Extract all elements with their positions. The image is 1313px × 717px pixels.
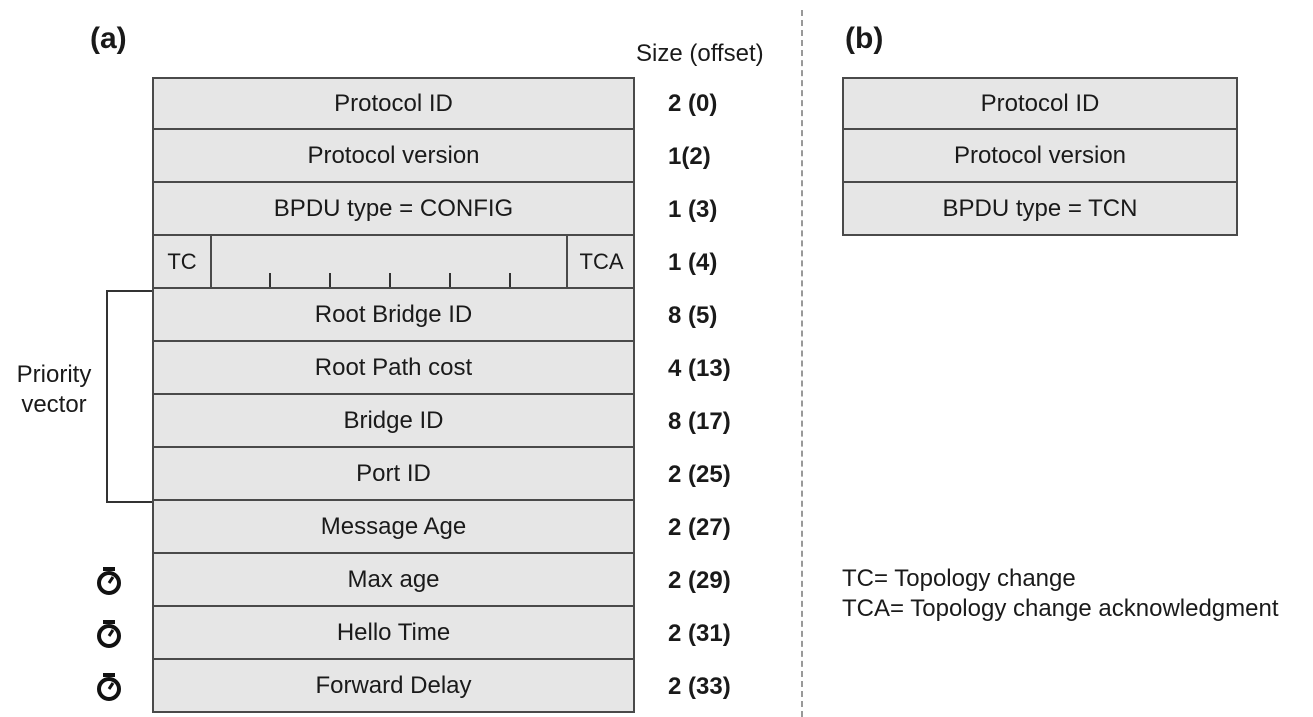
priority-vector-label: Priority vector — [6, 360, 102, 420]
size-root-bridge-id: 8 (5) — [668, 301, 718, 329]
size-port-id: 2 (25) — [668, 460, 731, 488]
field-root-path-cost: Root Path cost — [152, 342, 635, 395]
size-forward-delay: 2 (33) — [668, 672, 731, 700]
size-offset-header: Size (offset) — [636, 40, 764, 67]
field-max-age: Max age — [152, 554, 635, 607]
flag-tc: TC — [154, 236, 212, 287]
field-hello-time: Hello Time — [152, 607, 635, 660]
priority-vector-line2: vector — [21, 391, 87, 418]
field-forward-delay: Forward Delay — [152, 660, 635, 713]
size-protocol-version: 1(2) — [668, 142, 711, 170]
size-bpdu-type: 1 (3) — [668, 195, 718, 223]
stopwatch-icon — [97, 567, 121, 595]
field-flags: TC TCA — [152, 236, 635, 289]
stopwatch-icon — [97, 620, 121, 648]
size-flags: 1 (4) — [668, 248, 718, 276]
field-bridge-id: Bridge ID — [152, 395, 635, 448]
size-bridge-id: 8 (17) — [668, 407, 731, 435]
field-bpdu-type: BPDU type = CONFIG — [152, 183, 635, 236]
size-message-age: 2 (27) — [668, 513, 731, 541]
field-message-age: Message Age — [152, 501, 635, 554]
flag-bit-tick — [389, 273, 391, 287]
flag-bit-tick — [449, 273, 451, 287]
size-hello-time: 2 (31) — [668, 619, 731, 647]
size-max-age: 2 (29) — [668, 566, 731, 594]
legend-tc: TC= Topology change — [842, 565, 1076, 592]
field-protocol-version: Protocol version — [152, 130, 635, 183]
size-protocol-id: 2 (0) — [668, 89, 718, 117]
field-root-bridge-id: Root Bridge ID — [152, 289, 635, 342]
field-port-id: Port ID — [152, 448, 635, 501]
flag-bit-tick — [509, 273, 511, 287]
legend-tca: TCA= Topology change acknowledgment — [842, 595, 1279, 622]
field-protocol-id: Protocol ID — [152, 77, 635, 130]
tcn-field-protocol-id: Protocol ID — [842, 77, 1238, 130]
stopwatch-icon — [97, 673, 121, 701]
panel-divider — [801, 10, 803, 717]
priority-vector-line1: Priority — [16, 361, 92, 388]
flag-bit-tick — [269, 273, 271, 287]
size-root-path-cost: 4 (13) — [668, 354, 731, 382]
flag-tca: TCA — [566, 236, 635, 287]
tcn-field-bpdu-type: BPDU type = TCN — [842, 183, 1238, 236]
priority-vector-bracket — [106, 290, 152, 503]
flag-bit-tick — [329, 273, 331, 287]
panel-a-label: (a) — [90, 22, 127, 55]
panel-b-label: (b) — [845, 22, 884, 55]
tcn-field-protocol-version: Protocol version — [842, 130, 1238, 183]
